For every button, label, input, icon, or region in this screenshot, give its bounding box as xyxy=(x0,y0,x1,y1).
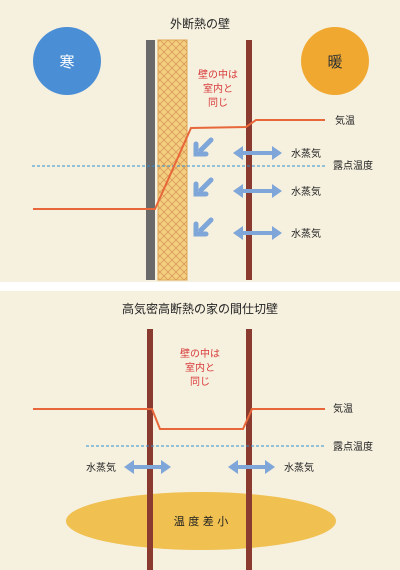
inside-wall-note-line1: 壁の中は xyxy=(198,68,238,81)
temp-diff-ellipse xyxy=(66,492,336,550)
inner-wall xyxy=(246,40,252,280)
vapor-label-2: 水蒸気 xyxy=(291,185,321,198)
vapor-arrows-in-wall xyxy=(193,137,214,237)
air-temp-label: 気温 xyxy=(335,114,355,127)
warm-circle xyxy=(301,27,369,95)
partition-wall-right xyxy=(246,329,252,570)
outer-wall xyxy=(146,40,155,280)
bottom-panel-title: 高気密高断熱の家の間仕切壁 xyxy=(122,301,278,316)
bottom-air-temp-label: 気温 xyxy=(333,402,353,415)
inside-wall-note-line3: 同じ xyxy=(208,97,228,109)
top-diagram: 外断熱の壁 寒 暖 壁の中は 室内と 同じ 露点温度 気温 xyxy=(32,16,373,281)
top-panel-title: 外断熱の壁 xyxy=(170,16,230,31)
air-temperature-line xyxy=(33,119,325,210)
dew-point-label: 露点温度 xyxy=(333,159,373,172)
partition-wall-left xyxy=(147,329,153,570)
vapor-label-1: 水蒸気 xyxy=(291,147,321,160)
bottom-vapor-arrows xyxy=(124,460,275,474)
vapor-double-arrows xyxy=(233,146,282,240)
bottom-air-temperature-line xyxy=(33,408,325,430)
warm-label: 暖 xyxy=(327,53,342,71)
bottom-vapor-left-label: 水蒸気 xyxy=(86,461,116,474)
bottom-vapor-right-label: 水蒸気 xyxy=(284,461,314,474)
inside-wall-note-line2: 室内と xyxy=(203,82,233,95)
bottom-inside-wall-note-line3: 同じ xyxy=(190,376,210,388)
bottom-diagram: 高気密高断熱の家の間仕切壁 壁の中は 室内と 同じ 気温 露点温度 水蒸気 水蒸… xyxy=(33,301,373,570)
cold-label: 寒 xyxy=(59,53,74,71)
bottom-dew-point-label: 露点温度 xyxy=(333,440,373,453)
cold-circle xyxy=(33,27,101,95)
vapor-label-3: 水蒸気 xyxy=(291,227,321,240)
bottom-inside-wall-note-line1: 壁の中は xyxy=(180,347,220,360)
top-panel: 外断熱の壁 寒 暖 壁の中は 室内と 同じ 露点温度 気温 xyxy=(0,0,400,282)
insulation-hatch xyxy=(158,40,187,280)
temp-diff-label: 温 度 差 小 xyxy=(174,514,229,528)
bottom-inside-wall-note-line2: 室内と xyxy=(185,361,215,374)
bottom-panel: 高気密高断熱の家の間仕切壁 壁の中は 室内と 同じ 気温 露点温度 水蒸気 水蒸… xyxy=(0,291,400,570)
